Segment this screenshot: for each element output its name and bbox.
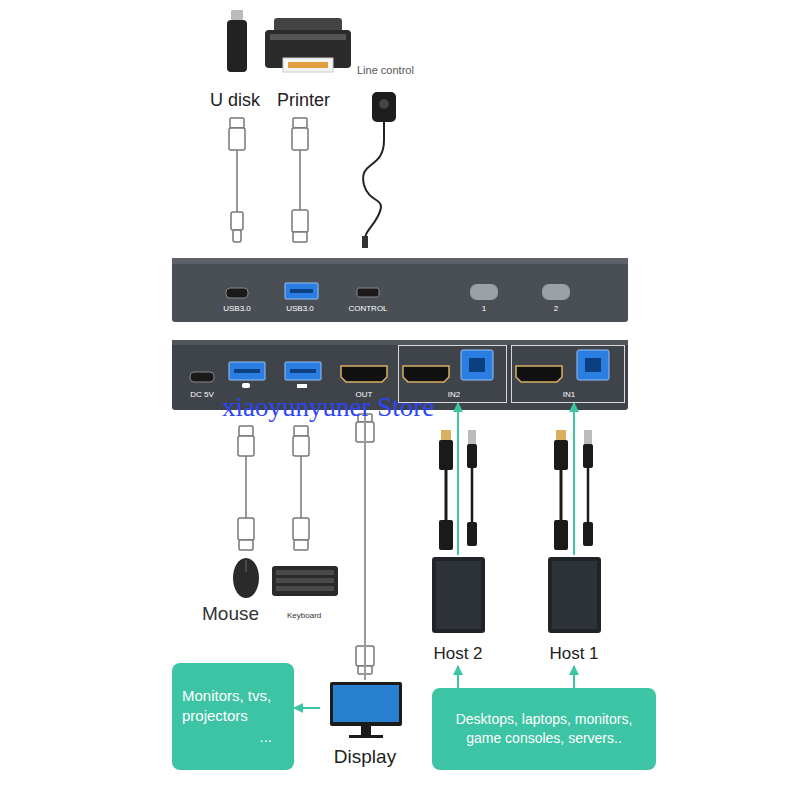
port-group-label: IN1 xyxy=(563,390,575,400)
keyboard-icon xyxy=(272,566,338,596)
usb-cable xyxy=(238,426,254,550)
port-label: CONTROL xyxy=(348,304,387,314)
device-label: Keyboard xyxy=(287,611,321,620)
printer-icon xyxy=(265,18,351,72)
device-label: Host 2 xyxy=(423,643,493,666)
box-text: Desktops, laptops, monitors, game consol… xyxy=(442,710,646,748)
connector xyxy=(457,403,459,555)
display-device: Display xyxy=(320,680,410,770)
connector xyxy=(457,666,459,688)
device-label: Line control xyxy=(357,64,414,77)
device-category-box: Desktops, laptops, monitors, game consol… xyxy=(432,688,656,770)
mouse-icon xyxy=(233,558,259,598)
watermark: xiaoyunyuner Store xyxy=(222,392,434,423)
usb-cable xyxy=(229,118,245,242)
port-group-label: IN2 xyxy=(448,390,460,400)
device-label: Host 1 xyxy=(539,643,609,666)
device-label: Printer xyxy=(277,90,330,111)
usb-cable xyxy=(293,426,309,550)
front-panel-shape xyxy=(172,258,628,322)
device-category-box: Monitors, tvs, projectors... xyxy=(172,663,294,770)
connector xyxy=(364,410,366,680)
host-tower xyxy=(432,557,601,633)
device-label: Mouse xyxy=(202,603,259,625)
connector xyxy=(573,666,575,688)
port-label: USB3.0 xyxy=(223,304,251,314)
host-computer: Host 2 xyxy=(423,555,493,666)
connector xyxy=(573,403,575,555)
input-port-group: IN1 xyxy=(511,345,625,403)
host-computer: Host 1 xyxy=(539,555,609,666)
button-label: 2 xyxy=(554,304,558,314)
box-text: Monitors, tvs, projectors xyxy=(182,686,284,727)
front-panel: USB3.0 USB3.0 CONTROL 1 2 xyxy=(172,258,628,322)
line-control-device xyxy=(362,92,396,248)
usb-cable xyxy=(292,118,308,242)
device-label: Display xyxy=(320,744,410,770)
button-label: 1 xyxy=(482,304,486,314)
port-label: DC 5V xyxy=(190,390,214,400)
monitor-icon xyxy=(330,682,402,738)
connector xyxy=(294,707,320,709)
device-label: U disk xyxy=(210,90,260,111)
usb-stick xyxy=(227,10,247,72)
port-label: USB3.0 xyxy=(286,304,314,314)
box-text: ... xyxy=(182,727,284,747)
